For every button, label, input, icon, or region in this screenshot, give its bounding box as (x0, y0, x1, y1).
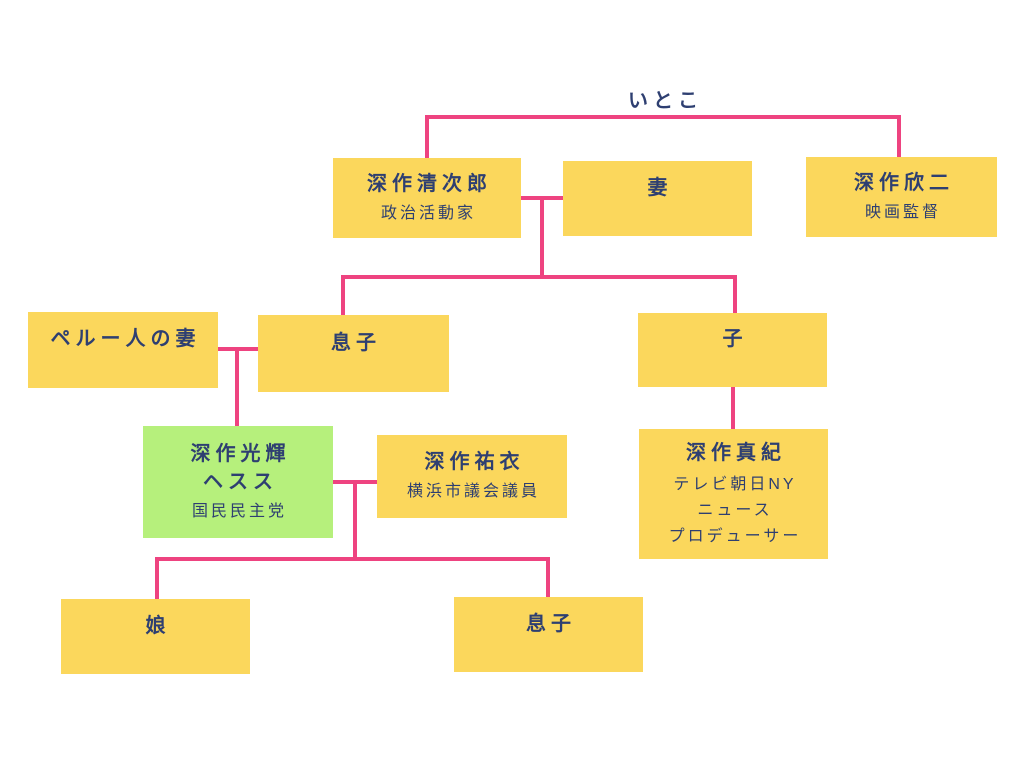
node-fukasaku-seijiro: 深作清次郎 政治活動家 (333, 158, 521, 238)
connector-cousin-horizontal (425, 115, 901, 119)
person-name: 深作祐衣 (424, 451, 525, 473)
person-name-line2: ヘスス (203, 470, 278, 493)
connector-cousin-right-drop (897, 115, 901, 159)
connector-cousin-left-drop (425, 115, 429, 160)
person-name: 息子 (331, 331, 381, 354)
connector-couple3-descender (353, 480, 357, 561)
connector-gen4-horizontal (155, 557, 550, 561)
person-name: 深作清次郎 (367, 172, 492, 195)
person-name: 深作欣二 (854, 171, 954, 194)
connector-gen2-horizontal (341, 275, 737, 279)
person-name: 息子 (526, 612, 576, 635)
connector-gen4-right-drop (546, 557, 550, 599)
connector-child-maki (731, 387, 735, 431)
node-fukasaku-mitsuki-jesus: 深作光輝 ヘスス 国民民主党 (143, 426, 333, 538)
connector-gen2-left-drop (341, 275, 345, 317)
connector-couple2-descender (235, 347, 239, 428)
person-role: 国民民主党 (191, 502, 287, 520)
node-daughter-gen4: 娘 (61, 599, 250, 674)
person-role: 政治活動家 (380, 204, 476, 222)
person-role-line1: テレビ朝日NY (673, 475, 797, 493)
person-role: 横浜市議会議員 (406, 483, 540, 500)
node-fukasaku-yui: 深作祐衣 横浜市議会議員 (377, 435, 567, 518)
node-peruvian-wife: ペルー人の妻 (28, 312, 218, 388)
node-fukasaku-maki: 深作真紀 テレビ朝日NY ニュース プロデューサー (639, 429, 828, 559)
node-son-gen4: 息子 (454, 597, 643, 672)
node-child-gen2: 子 (638, 313, 827, 387)
person-name-line1: 深作光輝 (190, 442, 291, 465)
node-fukasaku-kinji: 深作欣二 映画監督 (806, 157, 997, 237)
person-role: 映画監督 (864, 203, 941, 221)
connector-gen2-right-drop (733, 275, 737, 317)
person-name: 妻 (647, 176, 673, 199)
person-name: ペルー人の妻 (50, 328, 201, 350)
person-role-line3: プロデューサー (668, 527, 802, 545)
person-name: 娘 (145, 614, 171, 637)
node-wife: 妻 (563, 161, 752, 236)
connector-couple1-descender (540, 196, 544, 279)
connector-gen4-left-drop (155, 557, 159, 601)
person-name: 深作真紀 (686, 441, 786, 464)
person-name: 子 (722, 328, 748, 350)
cousin-relationship-label: いとこ (628, 90, 703, 112)
person-role-line2: ニュース (697, 501, 773, 519)
node-son-gen2: 息子 (258, 315, 449, 392)
